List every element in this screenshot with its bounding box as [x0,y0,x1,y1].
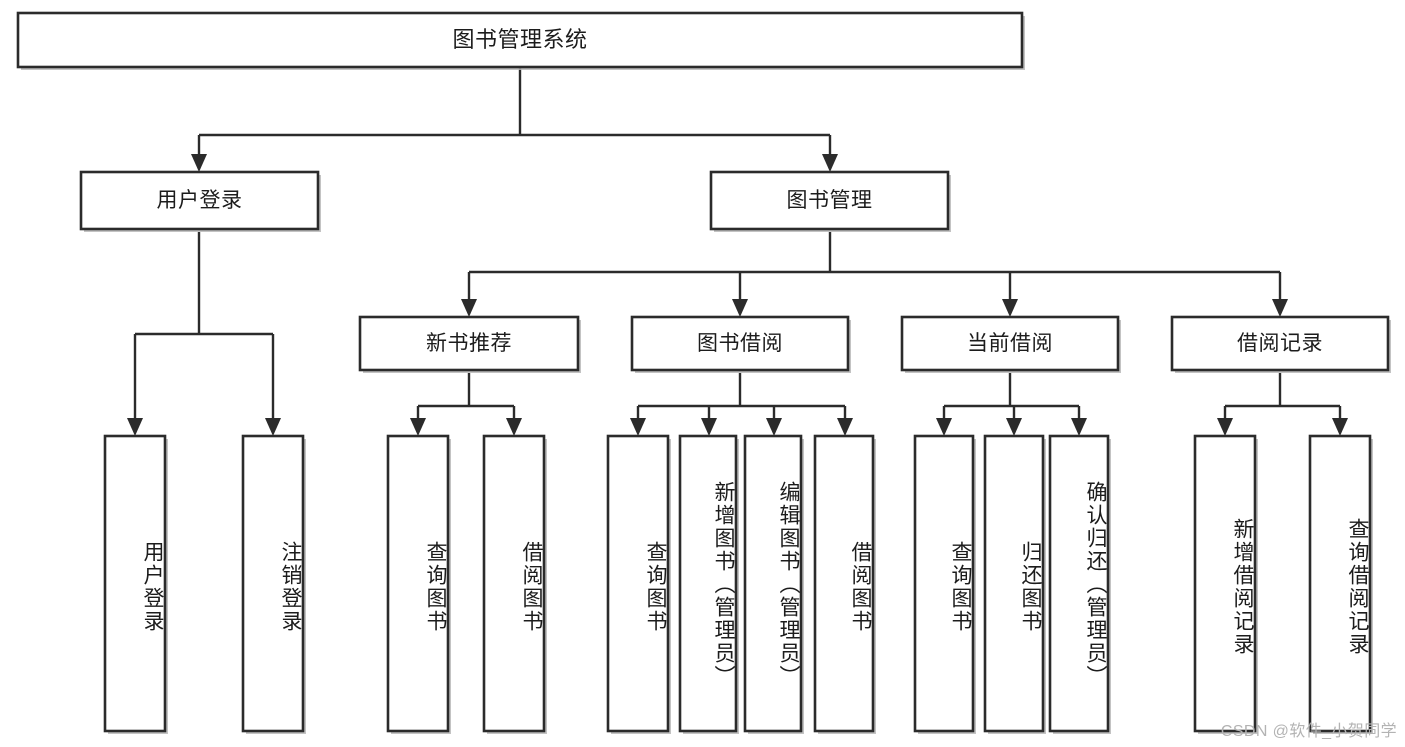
arrow-head-leaf-borrow-book-2 [837,418,853,436]
node-box-borrow-record[interactable] [1170,315,1390,372]
arrow-head-leaf-borrow-book-1 [506,418,522,436]
arrow-head-user-login [191,154,207,172]
connector-group-new-book-rec-leaves [410,373,522,436]
node-box-root[interactable] [16,11,1024,69]
arrow-head-borrow-record [1272,299,1288,317]
arrow-head-leaf-logout-login [265,418,281,436]
node-box-book-borrow[interactable] [630,315,850,372]
arrow-head-leaf-add-book [701,418,717,436]
node-box-leaf-add-book[interactable] [678,434,738,733]
node-boxes [16,11,1391,734]
node-box-leaf-return-book[interactable] [983,434,1045,733]
arrow-head-book-manage [822,154,838,172]
connector-group-user-login-leaves [127,232,281,436]
arrow-head-leaf-user-login [127,418,143,436]
arrow-head-leaf-query-book-2 [630,418,646,436]
connector-group-root [191,67,838,172]
arrow-head-leaf-query-book-1 [410,418,426,436]
node-box-user-login[interactable] [79,170,320,231]
arrow-head-current-borrow [1002,299,1018,317]
connector-group-borrow-record-leaves [1217,373,1348,436]
arrow-head-leaf-query-record [1332,418,1348,436]
connector-group-current-borrow-leaves [936,373,1087,436]
node-box-leaf-query-record[interactable] [1308,434,1372,733]
node-box-leaf-borrow-book-2[interactable] [813,434,875,733]
node-box-leaf-edit-book[interactable] [743,434,803,733]
node-box-leaf-logout-login[interactable] [241,434,305,733]
node-box-leaf-query-book-2[interactable] [606,434,670,733]
node-box-leaf-add-record[interactable] [1193,434,1257,733]
arrow-head-book-borrow [732,299,748,317]
connector-group-book-borrow-leaves [630,373,853,436]
node-box-current-borrow[interactable] [900,315,1120,372]
arrow-head-leaf-confirm-return [1071,418,1087,436]
arrow-head-leaf-add-record [1217,418,1233,436]
csdn-watermark: CSDN @软件_小贺同学 [1220,723,1397,740]
node-box-leaf-borrow-book-1[interactable] [482,434,546,733]
node-box-leaf-query-book-3[interactable] [913,434,975,733]
node-box-leaf-confirm-return[interactable] [1048,434,1110,733]
arrow-head-leaf-return-book [1006,418,1022,436]
arrow-head-leaf-edit-book [766,418,782,436]
node-box-book-manage[interactable] [709,170,950,231]
node-box-leaf-query-book-1[interactable] [386,434,450,733]
node-box-new-book-rec[interactable] [358,315,580,372]
connector-group-book-manage [461,232,1288,317]
node-box-leaf-user-login[interactable] [103,434,167,733]
arrow-head-new-book-rec [461,299,477,317]
arrow-head-leaf-query-book-3 [936,418,952,436]
